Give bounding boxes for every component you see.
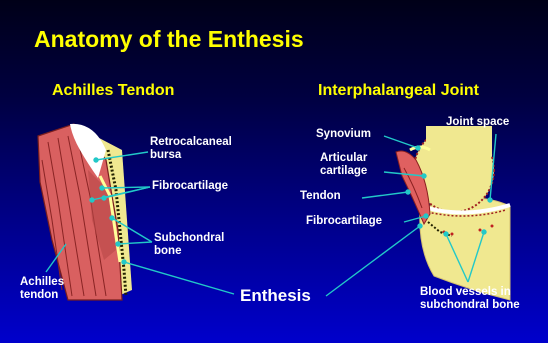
label-retrocalcaneal-bursa: Retrocalcaneal bursa xyxy=(150,136,232,162)
label-retrocalcaneal-line1: Retrocalcaneal xyxy=(150,136,232,148)
achilles-tendon-illustration xyxy=(38,124,132,300)
label-subchondral-line1: Subchondral xyxy=(154,232,224,244)
label-joint-space: Joint space xyxy=(446,116,509,129)
label-tendon: Tendon xyxy=(300,190,341,203)
label-articular-cartilage: Articular cartilage xyxy=(320,152,367,178)
label-articular-line1: Articular xyxy=(320,152,367,164)
label-achilles-line2: tendon xyxy=(20,289,58,301)
label-blood-vessels-line1: Blood vessels in xyxy=(420,286,511,298)
label-synovium: Synovium xyxy=(316,128,371,141)
label-blood-vessels: Blood vessels in subchondral bone xyxy=(420,286,520,312)
heading-achilles-tendon: Achilles Tendon xyxy=(52,82,174,100)
label-retrocalcaneal-line2: bursa xyxy=(150,149,181,161)
interphalangeal-joint-illustration xyxy=(396,126,510,300)
label-blood-vessels-line2: subchondral bone xyxy=(420,299,520,311)
label-subchondral-line2: bone xyxy=(154,245,181,257)
label-enthesis: Enthesis xyxy=(240,286,311,306)
label-achilles-tendon: Achilles tendon xyxy=(20,276,64,302)
label-subchondral-bone: Subchondral bone xyxy=(154,232,224,258)
heading-interphalangeal-joint: Interphalangeal Joint xyxy=(318,82,479,100)
label-achilles-line1: Achilles xyxy=(20,276,64,288)
slide-title: Anatomy of the Enthesis xyxy=(34,26,304,52)
label-fibrocartilage-right: Fibrocartilage xyxy=(306,215,382,228)
label-articular-line2: cartilage xyxy=(320,165,367,177)
label-fibrocartilage-left: Fibrocartilage xyxy=(152,180,228,193)
